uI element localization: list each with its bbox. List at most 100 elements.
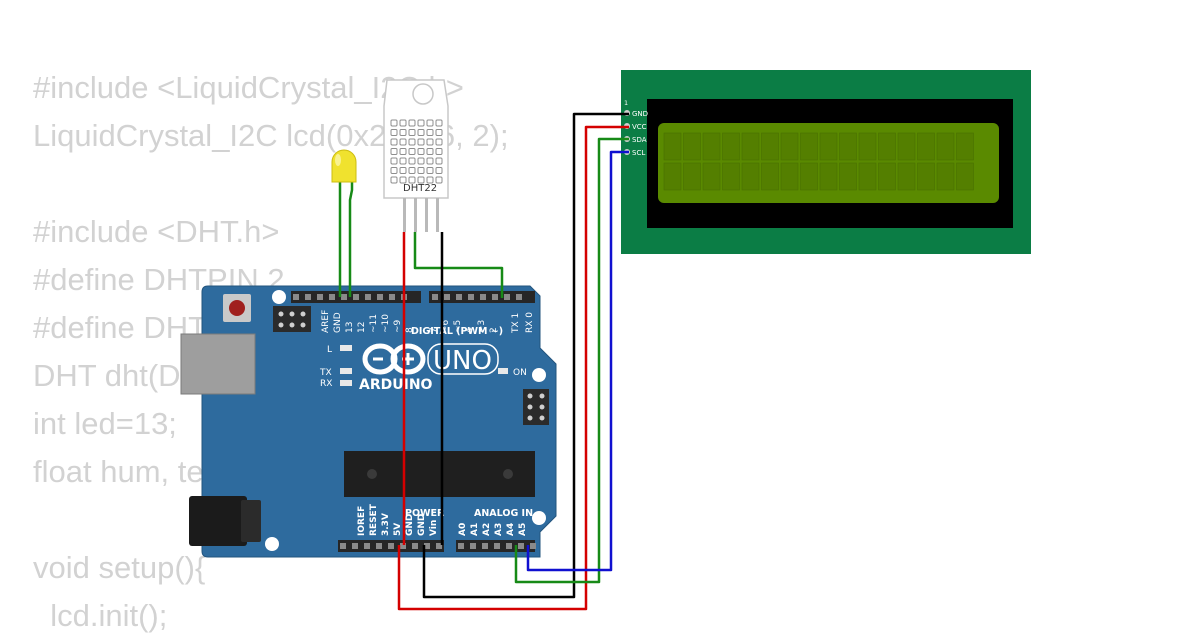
pin-hole [424,543,430,549]
pin-hole [482,543,488,549]
wire-lcd-sda [514,137,629,584]
analog-pin-label: A3 [494,523,504,536]
code-line: void setup(){ [33,550,206,585]
power-pin-label: 3.3V [381,513,391,536]
lcd-pin-label: SCL [632,149,645,157]
digital-pin-label: ~6 [441,319,451,333]
digital-pin-label: ~9 [393,319,403,333]
mounting-hole [265,537,279,551]
lcd-char-cell [761,132,779,161]
analog-pin-label: A0 [458,523,468,536]
pin-hole [388,543,394,549]
led-rx-label: RX [320,379,332,389]
pin-hole [376,543,382,549]
led-on-label: ON [513,368,527,378]
wire-lcd-scl [526,150,629,572]
brand-label: ARDUINO [359,377,433,393]
analog-header-label: ANALOG IN [474,508,533,519]
pin-hole [340,543,346,549]
lcd-char-cell [741,132,760,161]
pin-hole [518,543,524,549]
pin-hole [412,543,418,549]
pin-hole [506,543,512,549]
wire-lcd-vcc [397,125,629,611]
digital-pin-label: 4 [465,327,475,333]
lcd-char-cell [819,132,838,161]
lcd-char-cell [858,162,877,191]
lcd-char-cell [917,132,935,161]
lcd-char-cell [722,132,740,161]
wire-lcd-gnd [422,112,629,599]
lcd-char-cell [897,162,916,191]
lcd-char-cell [663,162,682,191]
lcd-char-cell [663,132,682,161]
digital-pin-label: AREF [321,310,331,333]
yellow-led[interactable] [331,149,357,297]
lcd-pin-label: VCC [632,123,647,131]
lcd-char-cell [761,162,779,191]
pin-hole [353,294,359,300]
pin-hole [504,294,510,300]
digital-pin-label: 12 [357,322,367,333]
pin-hole [365,294,371,300]
lcd-char-cell [800,132,818,161]
lcd-pin-label: SDA [632,136,647,144]
led-tx-label: TX [319,368,332,378]
code-line: lcd.init(); [33,598,168,633]
pin-hole [480,294,486,300]
lcd-pin-label: GND [632,110,648,118]
led-l-label: L [327,345,332,355]
pin-hole [389,294,395,300]
pin-hole [329,294,335,300]
pin-hole [492,294,498,300]
pin-hole [341,294,347,300]
lcd-char-cell [702,132,721,161]
mounting-hole [412,83,434,105]
mounting-hole [532,368,546,382]
lcd-1602-i2c-module[interactable]: 1 GND VCC SDA SCL [621,70,1031,254]
lcd-char-cell [780,162,799,191]
pin-hole [494,543,500,549]
pin-hole [458,543,464,549]
digital-pin-label: 8 [405,327,415,333]
led-l [340,345,352,351]
pin-hole [432,294,438,300]
dht22-sensor[interactable]: DHT22 [383,79,449,232]
icsp-header [273,306,311,332]
wires [397,112,629,611]
icsp-header-right [523,389,549,425]
pin-hole [444,294,450,300]
lcd-pin-one-label: 1 [624,99,628,107]
lcd-char-cell [956,132,974,161]
mounting-hole [532,511,546,525]
digital-pin-label: ~10 [381,314,391,333]
led-on [498,368,508,374]
mounting-hole [272,290,286,304]
digital-header-label: DIGITAL (PWM ~) [411,326,503,337]
lcd-char-cell [683,132,701,161]
lcd-char-cell [936,132,955,161]
digital-pin-label: 7 [429,327,439,333]
microcontroller-chip [344,451,535,497]
lcd-char-cell [722,162,740,191]
pin-hole [293,294,299,300]
digital-pin-label: ~5 [453,320,463,333]
pin-hole [436,543,442,549]
sensor-label: DHT22 [403,183,437,194]
lcd-char-cell [858,132,877,161]
arduino-logo-icon [362,343,426,375]
power-pin-label: IOREF [357,506,367,536]
analog-pin-label: A4 [506,523,516,536]
lcd-char-cell [956,162,974,191]
lcd-character-cells [663,132,974,191]
lcd-char-cell [683,162,701,191]
reset-button[interactable] [223,294,251,322]
lcd-char-cell [819,162,838,191]
sensor-vent-grid [390,119,443,184]
pin-hole [364,543,370,549]
digital-pin-label: GND [333,312,343,333]
pin-hole [468,294,474,300]
